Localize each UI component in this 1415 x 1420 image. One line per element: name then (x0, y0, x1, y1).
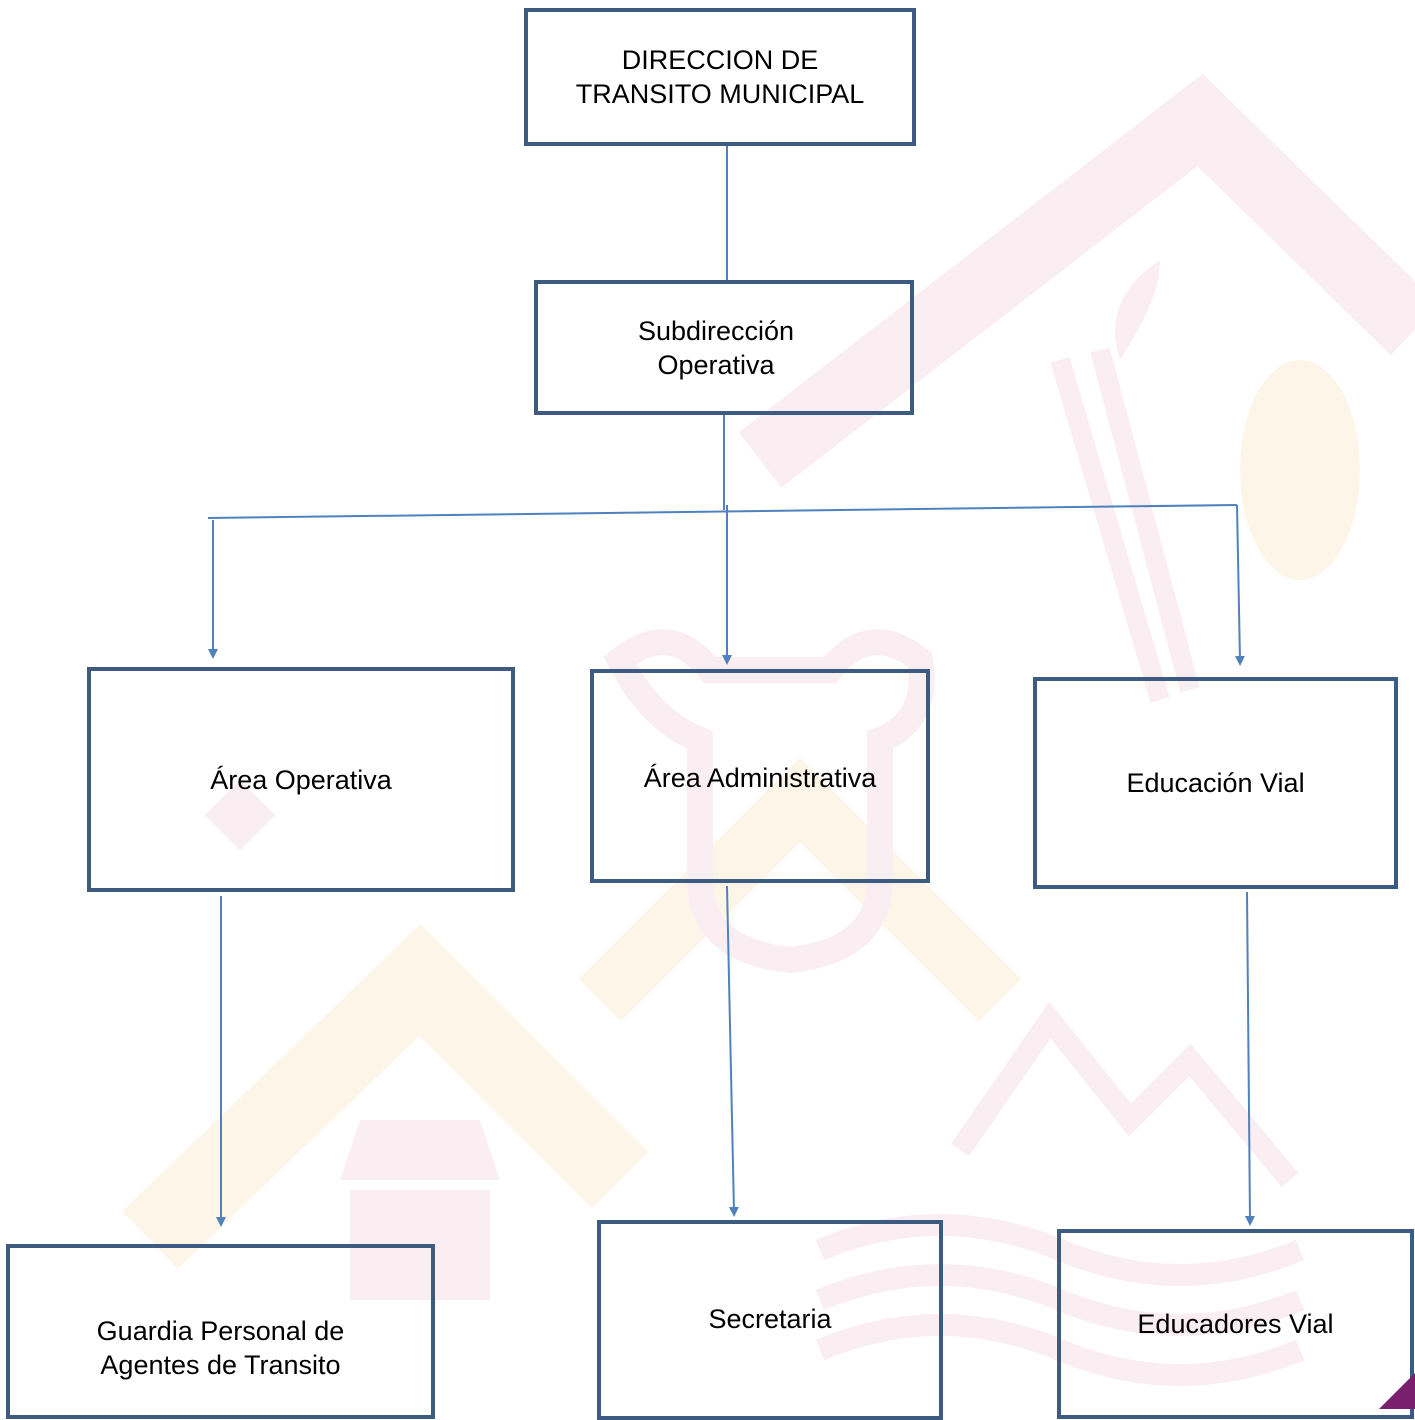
node-area-administrativa: Área Administrativa (590, 669, 930, 883)
node-subdireccion-label: Subdirección Operativa (637, 315, 795, 380)
arrow-to-educadores (1244, 891, 1255, 1226)
node-area-administrativa-label: Área Administrativa (643, 763, 877, 793)
node-educadores-vial: Educadores Vial (1057, 1229, 1414, 1419)
watermark-corn-icon (1240, 360, 1360, 580)
node-secretaria-label: Secretaria (708, 1304, 832, 1334)
watermark-diamond-upper (738, 73, 1415, 488)
node-direccion-label: DIRECCION DE TRANSITO MUNICIPAL (575, 45, 865, 109)
watermark-store-icon (340, 1120, 500, 1300)
node-subdireccion-operativa: Subdirección Operativa (534, 280, 914, 415)
watermark-mountain (950, 1001, 1299, 1188)
node-educacion-vial-label: Educación Vial (1126, 768, 1305, 798)
watermark-diamond-mid (578, 757, 1022, 1022)
watermark-diamond-left (122, 923, 649, 1269)
node-educadores-label: Educadores Vial (1137, 1309, 1334, 1339)
watermark-small-diamond (204, 779, 276, 851)
node-educacion-vial: Educación Vial (1033, 677, 1398, 889)
connector-branch-horizontal (207, 504, 1238, 519)
node-area-operativa-label: Área Operativa (210, 764, 392, 795)
node-area-operativa: Área Operativa (87, 667, 515, 892)
arrow-to-secretaria (726, 885, 739, 1217)
arrow-to-educacion-vial (1234, 504, 1245, 666)
node-guardia-personal: Guardia Personal de Agentes de Transito (6, 1244, 435, 1419)
node-guardia-label: Guardia Personal de Agentes de Transito (96, 1316, 345, 1380)
node-direccion-transito: DIRECCION DE TRANSITO MUNICIPAL (524, 8, 916, 146)
watermark-leaf-icon (1115, 260, 1160, 360)
node-secretaria: Secretaria (597, 1220, 943, 1420)
watermark-sugarcane-icon (1050, 347, 1200, 703)
corner-accent-icon (1379, 1373, 1415, 1409)
